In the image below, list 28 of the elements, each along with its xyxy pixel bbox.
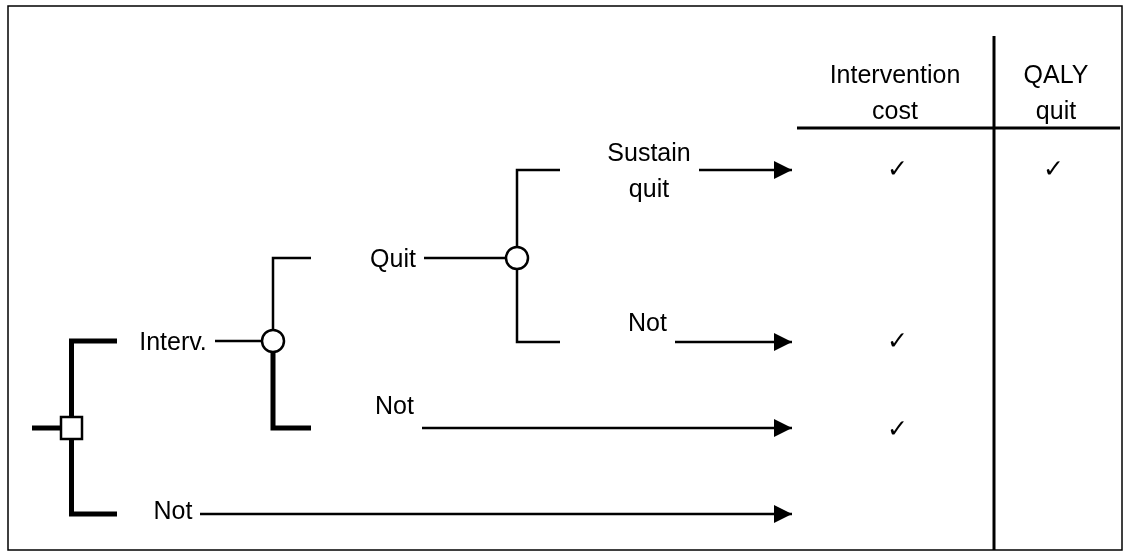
- branch-label: Interv.: [117, 323, 229, 359]
- decision-node: [59, 415, 84, 441]
- branch-label: Quit: [311, 240, 475, 276]
- branch-label: Not: [117, 492, 229, 528]
- branch-line: [270, 352, 311, 431]
- branch-label: Not: [560, 304, 735, 350]
- branch-line: [271, 256, 311, 330]
- branch-label: Not: [311, 387, 478, 433]
- chance-node: [504, 245, 530, 271]
- branch-line: [215, 339, 262, 343]
- arrow: [200, 505, 792, 523]
- branch-line: [515, 168, 560, 247]
- arrow: [675, 333, 792, 351]
- check-mark: ✓: [885, 153, 909, 184]
- check-mark: ✓: [1041, 153, 1065, 184]
- arrow: [422, 419, 792, 437]
- branch-label: Sustain quit: [560, 134, 738, 206]
- branch-line: [515, 269, 560, 344]
- branch-line: [69, 338, 117, 417]
- branch-line: [69, 439, 117, 517]
- chance-node: [260, 328, 286, 354]
- branch-line: [424, 256, 506, 260]
- column-header: QALY quit: [1022, 59, 1090, 126]
- check-mark: ✓: [885, 325, 909, 356]
- check-mark: ✓: [885, 413, 909, 444]
- arrow: [699, 161, 792, 179]
- branch-line: [32, 425, 61, 431]
- column-header: Intervention cost: [828, 59, 962, 126]
